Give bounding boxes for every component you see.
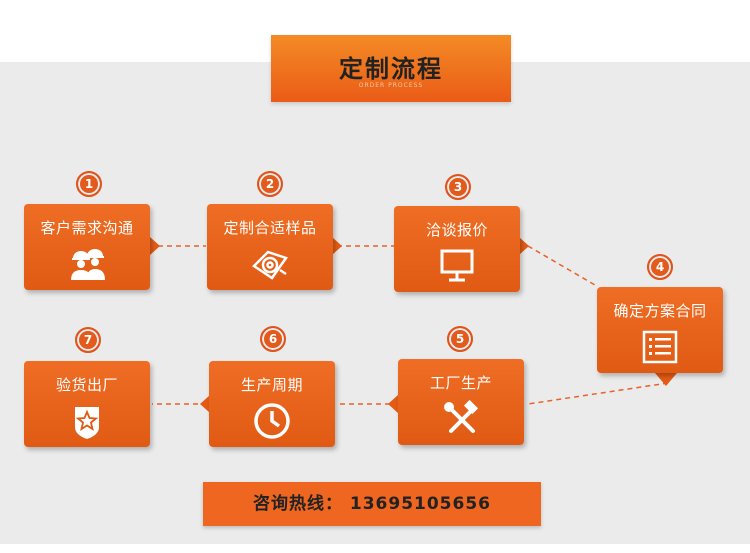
page-subtitle: ORDER PROCESS	[358, 82, 424, 89]
star-shield-icon	[75, 407, 99, 439]
monitor-icon	[440, 249, 474, 282]
page-title: 定制流程	[339, 55, 443, 83]
step-7-card: 验货出厂	[24, 361, 150, 447]
step-number-4: 4	[647, 254, 673, 280]
arrow-tip-6	[200, 395, 210, 413]
connector-3-4	[527, 245, 596, 286]
step-4-label: 确定方案合同	[613, 302, 707, 320]
step-number-1: 1	[76, 171, 102, 197]
step-1-label: 客户需求沟通	[40, 219, 134, 237]
step-5-label: 工厂生产	[429, 374, 492, 392]
step-number-7: 7	[75, 327, 101, 353]
hotline-banner: 咨询热线： 13695105656	[203, 482, 541, 526]
clock-icon	[254, 403, 290, 439]
step-6-card: 生产周期	[209, 361, 335, 447]
step-5-card: 工厂生产	[398, 359, 524, 445]
workers-icon	[71, 249, 105, 280]
step-4-card: 确定方案合同	[597, 287, 723, 373]
step-number-2: 2	[257, 171, 283, 197]
page-title-banner: 定制流程 ORDER PROCESS	[271, 35, 511, 102]
arrow-tip-4	[655, 373, 677, 386]
arrow-tip-3	[519, 237, 529, 255]
connector-4-5	[527, 382, 669, 405]
step-number-3: 3	[445, 174, 471, 200]
step-2-label: 定制合适样品	[223, 219, 317, 237]
tools-icon	[444, 399, 479, 433]
step-number-5: 5	[447, 326, 473, 352]
step-number-6: 6	[260, 326, 286, 352]
step-1-card: 客户需求沟通	[24, 204, 150, 290]
tape-measure-icon	[252, 250, 288, 280]
step-7-label: 验货出厂	[55, 376, 118, 394]
step-2-card: 定制合适样品	[207, 204, 333, 290]
document-list-icon	[642, 330, 678, 364]
arrow-tip-5	[388, 395, 398, 413]
arrow-tip-2	[332, 237, 342, 255]
step-3-label: 洽谈报价	[425, 221, 488, 239]
step-6-label: 生产周期	[240, 376, 303, 394]
step-3-card: 洽谈报价	[394, 206, 520, 292]
arrow-tip-1	[150, 237, 160, 255]
